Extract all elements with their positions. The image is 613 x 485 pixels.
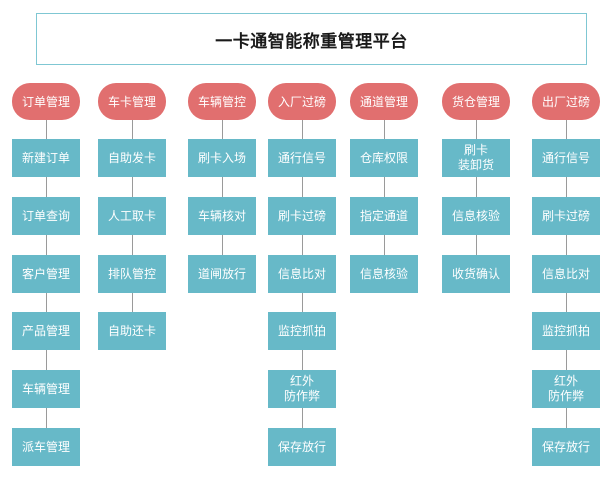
connector-line <box>476 101 477 274</box>
connector-line <box>384 101 385 274</box>
process-step: 刷卡过磅 <box>532 197 600 235</box>
process-step: 自助发卡 <box>98 139 166 177</box>
process-step: 指定通道 <box>350 197 418 235</box>
process-step: 产品管理 <box>12 312 80 350</box>
process-step: 人工取卡 <box>98 197 166 235</box>
process-step: 监控抓拍 <box>532 312 600 350</box>
process-step: 车辆管理 <box>12 370 80 408</box>
process-step: 派车管理 <box>12 428 80 466</box>
category-header: 车辆管控 <box>188 83 256 120</box>
process-step: 通行信号 <box>532 139 600 177</box>
process-step: 排队管控 <box>98 255 166 293</box>
category-header: 入厂过磅 <box>268 83 336 120</box>
process-step: 通行信号 <box>268 139 336 177</box>
page-title: 一卡通智能称重管理平台 <box>36 13 587 65</box>
process-step: 保存放行 <box>532 428 600 466</box>
process-step: 保存放行 <box>268 428 336 466</box>
process-step: 监控抓拍 <box>268 312 336 350</box>
category-header: 车卡管理 <box>98 83 166 120</box>
process-step: 刷卡入场 <box>188 139 256 177</box>
category-header: 货仓管理 <box>442 83 510 120</box>
process-step: 信息核验 <box>442 197 510 235</box>
process-step: 道闸放行 <box>188 255 256 293</box>
process-step: 客户管理 <box>12 255 80 293</box>
process-step: 订单查询 <box>12 197 80 235</box>
process-step: 收货确认 <box>442 255 510 293</box>
process-step: 仓库权限 <box>350 139 418 177</box>
process-step: 车辆核对 <box>188 197 256 235</box>
process-step: 信息核验 <box>350 255 418 293</box>
process-step: 信息比对 <box>532 255 600 293</box>
process-step: 刷卡过磅 <box>268 197 336 235</box>
process-step: 信息比对 <box>268 255 336 293</box>
process-step: 自助还卡 <box>98 312 166 350</box>
category-header: 通道管理 <box>350 83 418 120</box>
process-step: 新建订单 <box>12 139 80 177</box>
category-header: 出厂过磅 <box>532 83 600 120</box>
process-step: 红外 防作弊 <box>532 370 600 408</box>
process-step: 红外 防作弊 <box>268 370 336 408</box>
process-step: 刷卡 装卸货 <box>442 139 510 177</box>
category-header: 订单管理 <box>12 83 80 120</box>
connector-line <box>222 101 223 274</box>
